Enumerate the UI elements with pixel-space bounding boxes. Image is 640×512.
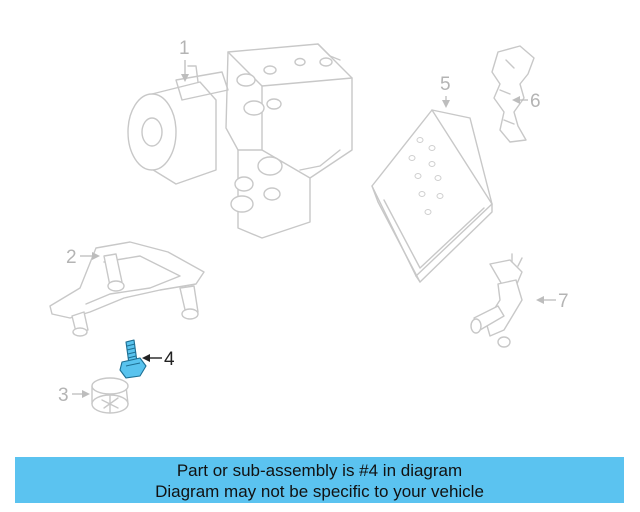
callout-4-leader [142, 354, 162, 362]
info-banner: Part or sub-assembly is #4 in diagram Di… [15, 457, 624, 503]
part-6-bracket[interactable] [491, 45, 535, 143]
callout-5-leader [442, 96, 450, 108]
part-7-speed-sensor[interactable] [470, 253, 523, 348]
part-1-abs-modulator[interactable] [127, 43, 353, 239]
callout-2-leader [80, 252, 100, 260]
callout-number-7: 7 [558, 291, 569, 312]
callout-6-leader [512, 96, 528, 104]
banner-line-2: Diagram may not be specific to your vehi… [155, 482, 484, 501]
callout-number-6: 6 [530, 91, 541, 112]
part-4-bolt[interactable] [119, 339, 147, 379]
banner-line-1: Part or sub-assembly is #4 in diagram [176, 461, 463, 480]
parts-diagram: 1 2 3 4 5 6 7 [49, 38, 569, 414]
callout-number-2: 2 [66, 247, 77, 268]
part-5-control-module[interactable] [371, 109, 493, 283]
callout-number-4: 4 [164, 349, 175, 370]
callout-number-1: 1 [179, 38, 190, 59]
callout-1-leader [181, 60, 189, 82]
callout-number-3: 3 [58, 385, 69, 406]
part-2-mount-bracket[interactable] [49, 241, 205, 337]
part-3-grommet[interactable] [91, 377, 129, 414]
callout-3-leader [72, 390, 90, 398]
callout-number-5: 5 [440, 74, 451, 95]
callout-7-leader [536, 296, 556, 304]
